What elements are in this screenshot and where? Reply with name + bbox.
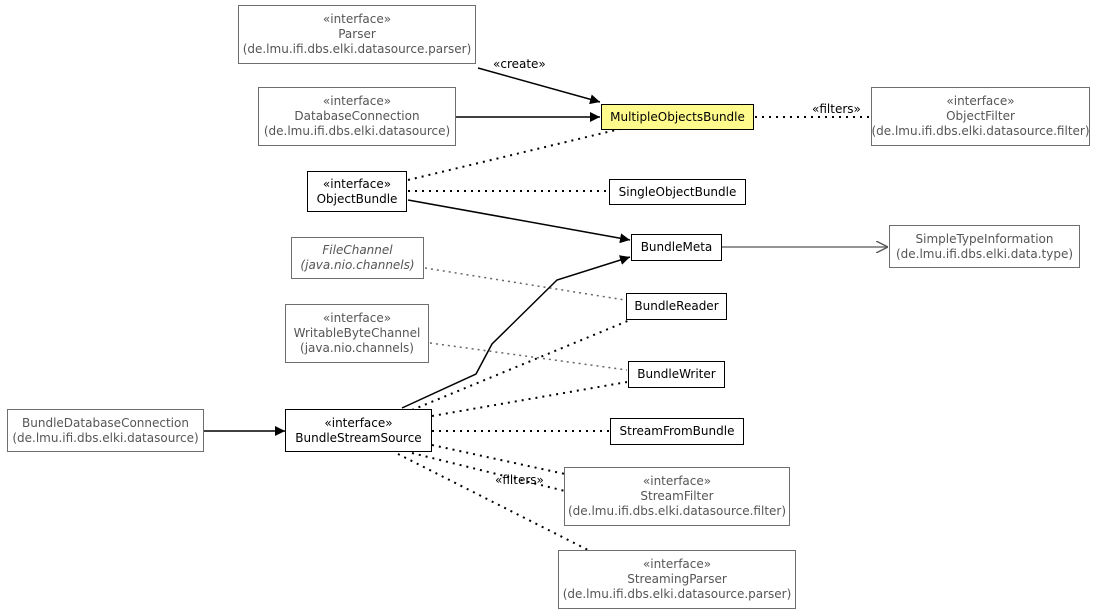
stereotype-label: «interface» (322, 94, 392, 108)
class-name: ObjectBundle (316, 191, 398, 206)
edge-parser-to-mob (477, 67, 601, 105)
package-name: (java.nio.channels) (300, 258, 415, 272)
class-name: StreamingParser (627, 572, 727, 586)
edge-bss-to-streamfilter-b (411, 452, 566, 492)
class-name: SingleObjectBundle (618, 184, 737, 199)
package-name: (de.lmu.ifi.dbs.elki.datasource.parser) (242, 42, 472, 56)
class-name: BundleReader (634, 299, 719, 313)
stereotype-label: «interface» (322, 176, 392, 191)
class-bundle-writer[interactable]: BundleWriter (628, 361, 725, 388)
class-name: StreamFilter (640, 489, 714, 503)
package-name: (de.lmu.ifi.dbs.elki.datasource) (263, 124, 451, 138)
edge-bss-to-streamfilter-a (431, 444, 566, 475)
edge-filechannel-to-bundlereader (424, 267, 626, 301)
edge-label-filters-stream: «filters» (495, 473, 544, 487)
class-name: WritableByteChannel (293, 326, 421, 340)
edge-label-create: «create» (493, 57, 546, 71)
edge-objbundle-to-mob (407, 128, 621, 181)
package-name: (de.lmu.ifi.dbs.elki.datasource.parser) (562, 587, 792, 601)
class-name: FileChannel (322, 243, 393, 257)
class-file-channel[interactable]: FileChannel (java.nio.channels) (291, 237, 424, 279)
class-name: MultipleObjectsBundle (610, 109, 745, 124)
stereotype-label: «interface» (642, 557, 712, 571)
stereotype-label: «interface» (322, 12, 392, 26)
class-object-bundle[interactable]: «interface» ObjectBundle (307, 171, 407, 212)
stereotype-label: «interface» (946, 94, 1015, 108)
package-name: (de.lmu.ifi.dbs.elki.data.type) (895, 246, 1074, 261)
edge-wbc-to-bundlewriter (429, 342, 628, 371)
class-name: SimpleTypeInformation (915, 231, 1054, 246)
class-single-object-bundle[interactable]: SingleObjectBundle (609, 179, 746, 205)
class-stream-from-bundle[interactable]: StreamFromBundle (610, 418, 744, 445)
class-parser[interactable]: «interface» Parser (de.lmu.ifi.dbs.elki.… (238, 5, 476, 64)
class-name: Parser (338, 27, 376, 41)
class-object-filter[interactable]: «interface» ObjectFilter (de.lmu.ifi.dbs… (871, 87, 1090, 146)
class-bundle-database-connection[interactable]: BundleDatabaseConnection (de.lmu.ifi.dbs… (7, 409, 204, 452)
class-bundle-reader[interactable]: BundleReader (626, 293, 727, 320)
class-bundle-meta[interactable]: BundleMeta (631, 234, 722, 261)
class-name: ObjectFilter (946, 109, 1015, 123)
stereotype-label: «interface» (642, 474, 712, 488)
class-simple-type-information[interactable]: SimpleTypeInformation (de.lmu.ifi.dbs.el… (889, 225, 1080, 268)
class-name: BundleStreamSource (295, 430, 422, 445)
class-name: StreamFromBundle (619, 424, 735, 438)
class-database-connection[interactable]: «interface» DatabaseConnection (de.lmu.i… (258, 87, 456, 146)
class-multiple-objects-bundle[interactable]: MultipleObjectsBundle (601, 104, 754, 130)
edge-objbundle-to-bundlemeta (407, 199, 631, 244)
package-name: (de.lmu.ifi.dbs.elki.datasource.filter) (871, 124, 1090, 138)
class-writable-byte-channel[interactable]: «interface» WritableByteChannel (java.ni… (285, 304, 429, 363)
edge-bss-to-bundlemeta (401, 255, 631, 409)
class-name: BundleMeta (640, 240, 713, 254)
package-name: (java.nio.channels) (300, 341, 414, 355)
class-stream-filter[interactable]: «interface» StreamFilter (de.lmu.ifi.dbs… (564, 467, 790, 526)
edge-bss-to-bundlewriter (431, 381, 628, 417)
edge-bss-to-streamingparser (397, 453, 591, 552)
edge-label-filters-object: «filters» (812, 102, 861, 116)
stereotype-label: «interface» (324, 415, 393, 430)
edge-bss-to-bundlereader (411, 319, 631, 411)
package-name: (de.lmu.ifi.dbs.elki.datasource.filter) (567, 504, 787, 518)
class-streaming-parser[interactable]: «interface» StreamingParser (de.lmu.ifi.… (558, 550, 796, 609)
class-name: BundleDatabaseConnection (22, 415, 189, 430)
class-bundle-stream-source[interactable]: «interface» BundleStreamSource (285, 409, 432, 452)
class-name: DatabaseConnection (294, 109, 420, 123)
package-name: (de.lmu.ifi.dbs.elki.datasource) (12, 430, 199, 445)
stereotype-label: «interface» (322, 311, 392, 325)
class-name: BundleWriter (637, 367, 716, 381)
